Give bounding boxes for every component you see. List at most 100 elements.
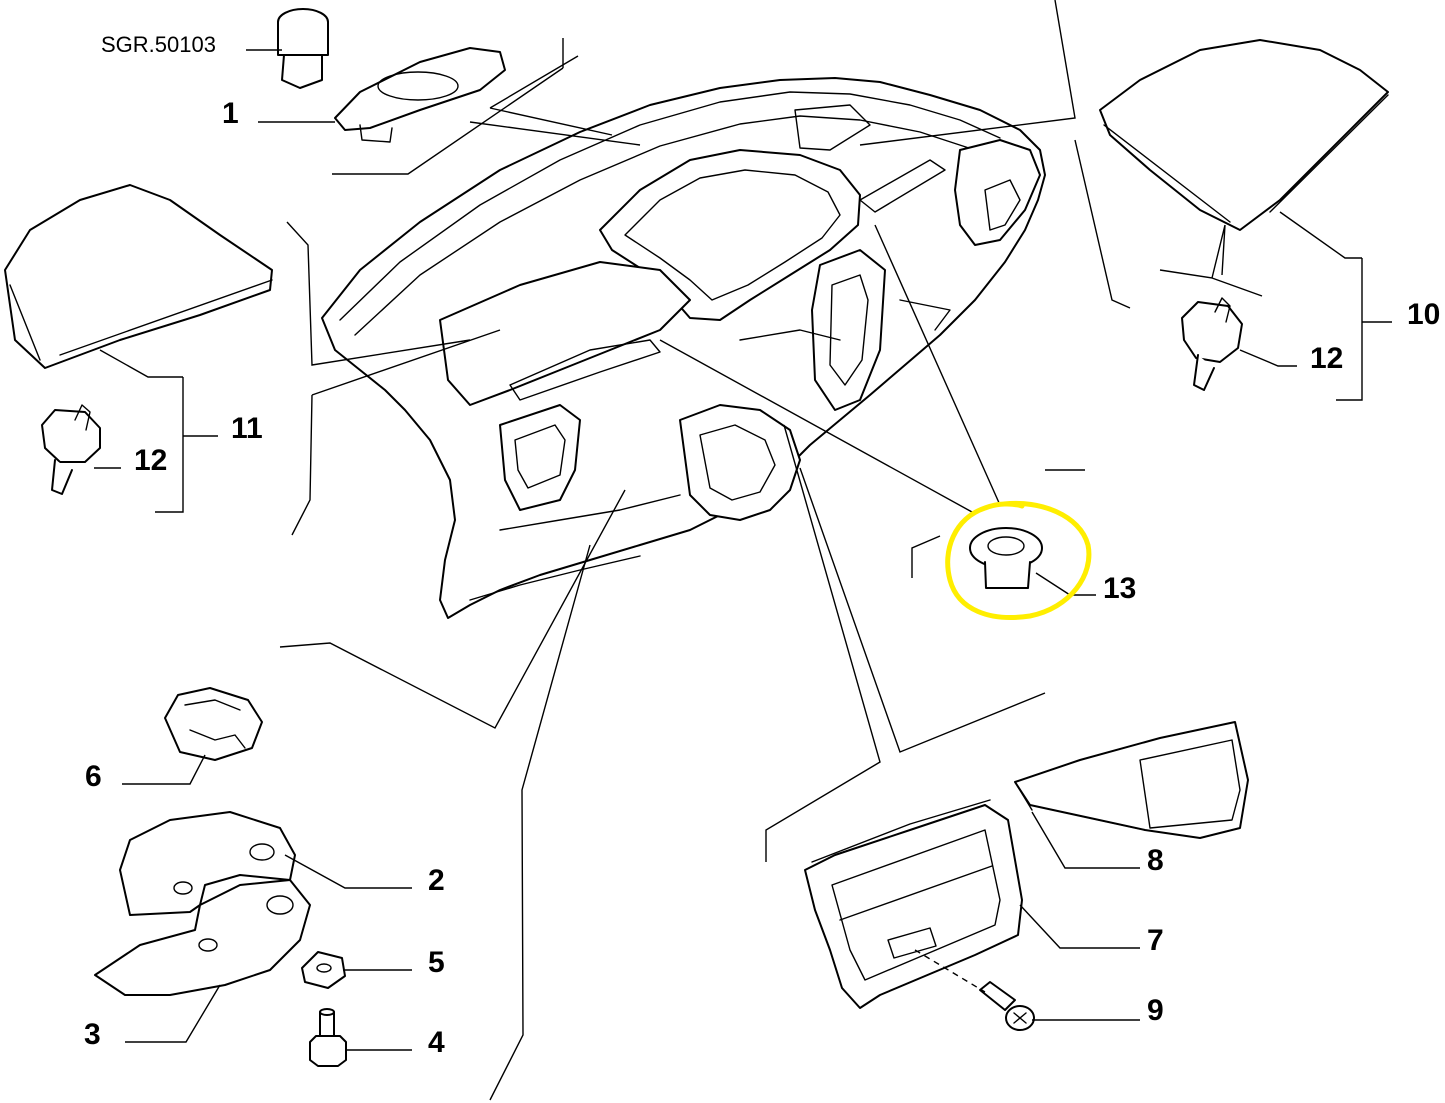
callout-labels: SGR.50103 1 11 12 10 12 13 6 2 5 3 4 8 7… [84, 32, 1440, 1059]
leader-lower-right [799, 467, 1046, 753]
part-1-switch-bezel [334, 47, 506, 143]
callout-12-left: 12 [134, 444, 167, 477]
part-12-left-fastener [41, 404, 101, 495]
callout-6: 6 [85, 760, 102, 793]
dashboard-struct-line-4 [899, 299, 951, 331]
lower-shroud [94, 879, 311, 996]
bin-frame-slot [887, 927, 937, 959]
left-lower-vent [509, 339, 661, 401]
knob-body [277, 21, 329, 56]
right-vent-slot [984, 179, 1021, 231]
right-lower-column-inner [829, 274, 869, 386]
leader-left-dash-2 [291, 329, 501, 536]
lower-shroud-hole-2 [198, 938, 218, 952]
part-3-lower-shroud [94, 879, 311, 996]
leader-13 [1035, 572, 1096, 596]
callout-1: 1 [222, 97, 239, 130]
leader-11-vert [155, 377, 184, 513]
leader-12-right-split [1159, 224, 1263, 297]
part-6-clip [164, 687, 263, 761]
callout-13: 13 [1103, 572, 1136, 605]
left-end-cover-edge [9, 279, 273, 361]
right-fastener-pin [1193, 354, 1215, 391]
callout-9: 9 [1147, 994, 1164, 1027]
screw-shank [979, 981, 1016, 1011]
dashboard-struct-line-2 [469, 555, 641, 601]
upper-shroud-hole [249, 843, 275, 861]
bolt-head [309, 1035, 347, 1067]
callout-3: 3 [84, 1018, 101, 1051]
part-5-clip-nut [301, 951, 346, 989]
center-support-bracket-detail [699, 424, 776, 501]
knob-base [281, 54, 323, 89]
part-8-storage-tray [1014, 721, 1249, 839]
switch-bezel-tab [359, 124, 393, 143]
callout-5: 5 [428, 946, 445, 979]
grommet-body [984, 561, 1031, 589]
callout-12-right: 12 [1310, 342, 1343, 375]
screw-cross [1013, 1012, 1027, 1024]
leader-11-top [99, 349, 183, 378]
right-fastener-head [1181, 301, 1243, 363]
leader-13-line-2 [659, 339, 973, 513]
callout-2: 2 [428, 864, 445, 897]
highlight-circle [945, 500, 1092, 620]
storage-tray [1014, 721, 1249, 839]
left-fastener-clip [74, 404, 91, 431]
right-fastener-clip [1214, 297, 1231, 323]
grommet-hole [987, 536, 1025, 556]
dashboard-assembly [321, 77, 1046, 619]
storage-tray-side [1014, 781, 1146, 831]
bin-frame-outer [804, 804, 1023, 1009]
part-11-left-end-cover [4, 184, 273, 369]
left-fastener-pin [51, 459, 73, 495]
right-end-cover [1099, 39, 1389, 231]
leader-12-right [1239, 349, 1297, 367]
bin-frame-inner [831, 829, 1001, 981]
upper-vent-slot [794, 104, 871, 151]
right-vent-housing [954, 139, 1041, 246]
part-13-grommet [969, 527, 1043, 589]
clip-nut-hole [316, 963, 332, 973]
switch-bezel [334, 47, 506, 131]
upper-shroud-hole-2 [173, 881, 193, 895]
part-12-right-fastener [1181, 297, 1243, 391]
leader-7 [1019, 904, 1140, 949]
dashboard-outline [321, 77, 1046, 619]
dashboard-struct-line-3 [739, 329, 841, 341]
leader-13-bracket [911, 469, 1085, 578]
lower-left-pocket-inner [514, 424, 566, 489]
callout-10: 10 [1407, 298, 1440, 331]
part-10-right-end-cover [1099, 39, 1389, 231]
leader-3 [125, 984, 221, 1043]
leader-1-bracket [332, 38, 564, 175]
dashboard-top-ridge [339, 91, 1001, 321]
leader-2 [284, 854, 412, 889]
part-7-bin-frame [804, 799, 1023, 1009]
leader-top-right-b [1074, 139, 1131, 309]
leader-lines [94, 0, 1392, 1101]
bolt-shank-top [319, 1008, 335, 1016]
leader-13-line-1 [874, 224, 1001, 506]
clip-body [164, 687, 263, 761]
leader-9-dashed [914, 949, 986, 993]
storage-tray-opening [1139, 739, 1241, 829]
switch-bezel-opening [377, 71, 459, 101]
bin-frame-top [811, 799, 991, 863]
left-cavity [439, 261, 691, 406]
leader-6 [122, 754, 206, 785]
clip-slot [189, 729, 246, 749]
leader-10-vert [1336, 258, 1363, 401]
left-fastener-head [41, 409, 101, 463]
callout-4: 4 [428, 1026, 445, 1059]
reference-code-label: SGR.50103 [101, 32, 216, 57]
binnacle-inner [624, 169, 841, 301]
leader-top-bracket [489, 55, 613, 136]
bin-frame-divider [839, 865, 993, 921]
callout-8: 8 [1147, 844, 1164, 877]
callout-11: 11 [231, 412, 263, 445]
dashboard-struct-line-1 [499, 494, 681, 531]
part-9-screw [979, 981, 1035, 1031]
